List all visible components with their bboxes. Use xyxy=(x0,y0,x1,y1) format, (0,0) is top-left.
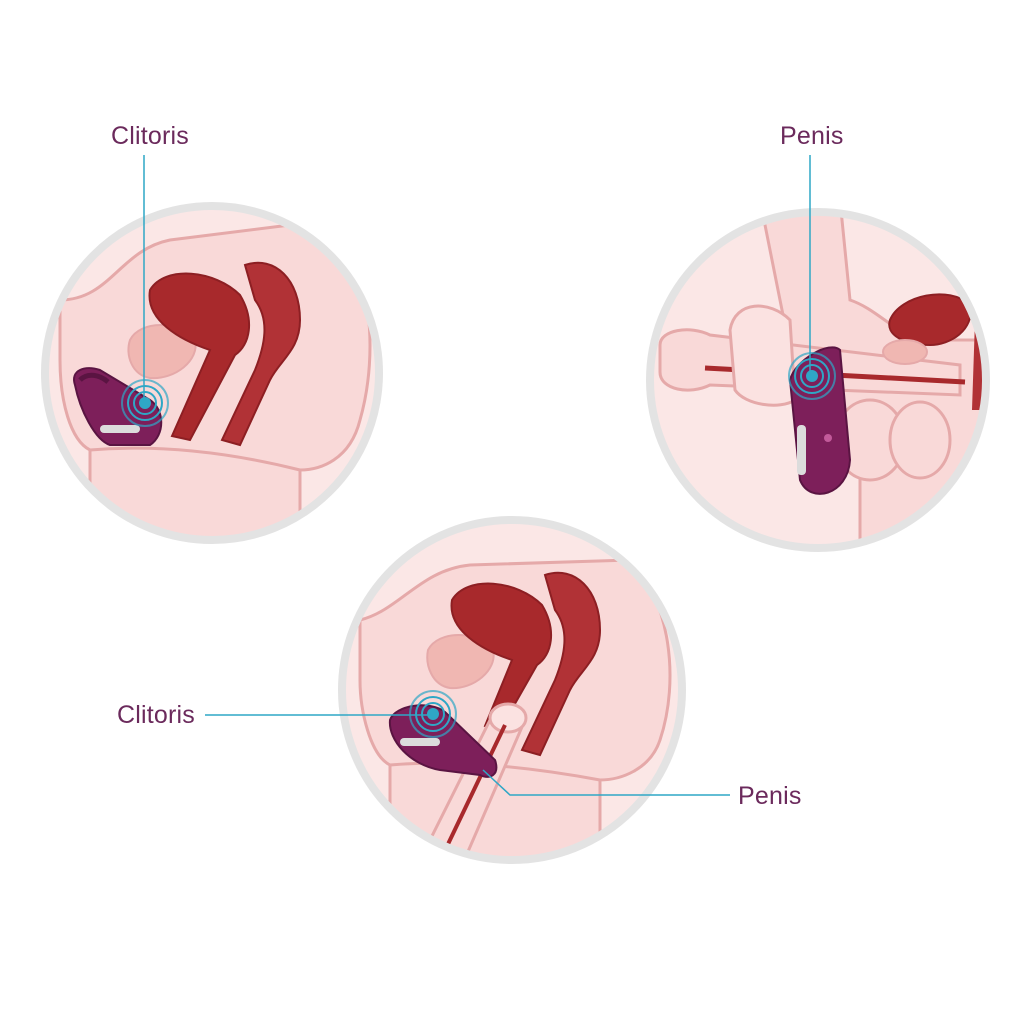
panel-circle-border xyxy=(646,208,990,552)
device-dot xyxy=(824,434,832,442)
panel-bottom xyxy=(205,516,730,864)
label-penis-bottom: Penis xyxy=(738,782,802,810)
rectum-shape xyxy=(520,571,602,757)
bladder-shape xyxy=(127,324,197,380)
device-loop xyxy=(78,372,110,384)
device-button xyxy=(797,425,806,475)
label-penis-top: Penis xyxy=(780,122,844,150)
massager-device-icon xyxy=(388,704,498,778)
bladder-shape xyxy=(426,634,495,690)
hand-shape xyxy=(728,304,797,407)
penis-tip xyxy=(488,702,528,734)
device-button xyxy=(400,738,440,746)
label-clitoris-bottom: Clitoris xyxy=(117,701,195,729)
vibration-waves-icon xyxy=(788,352,836,400)
rectum-shape xyxy=(220,261,302,447)
device-button xyxy=(100,425,140,433)
penis-leader-line xyxy=(482,769,730,796)
urethra-line xyxy=(436,724,507,860)
testicle-shape xyxy=(888,400,952,480)
panel-top-left xyxy=(41,155,383,544)
thigh-outline xyxy=(89,446,301,472)
label-clitoris-top: Clitoris xyxy=(111,122,189,150)
panel-top-right xyxy=(646,155,990,552)
prostate-shape xyxy=(882,339,928,365)
panel-circle-border xyxy=(338,516,686,864)
panel-circle-border xyxy=(41,202,383,544)
uterus-shape xyxy=(148,272,251,442)
uterus-shape xyxy=(450,582,553,732)
vibration-waves-icon xyxy=(121,379,169,427)
vibration-waves-icon xyxy=(409,690,457,738)
